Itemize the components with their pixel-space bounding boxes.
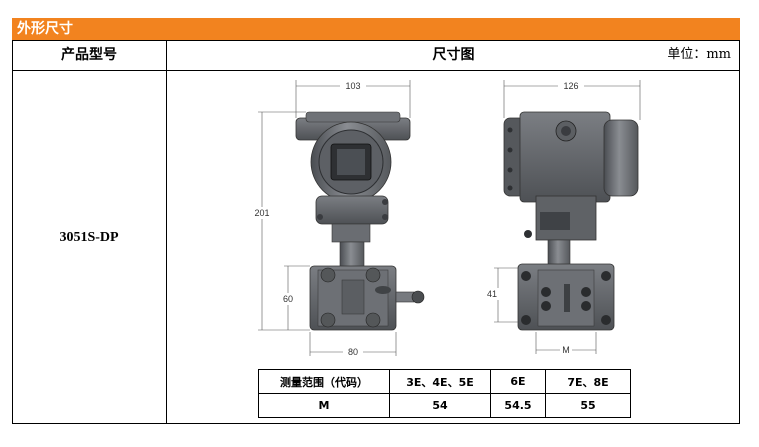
- table-cell: 测量范围（代码）: [258, 369, 390, 394]
- side-view-transmitter: [503, 111, 639, 331]
- spec-table-frame: [12, 40, 740, 424]
- table-cell: 6E: [490, 369, 546, 394]
- unit-label: 单位：mm: [667, 47, 731, 62]
- dim-front-flange-height: 60: [283, 294, 293, 304]
- table-row: 测量范围（代码） 3E、4E、5E 6E 7E、8E: [258, 369, 631, 394]
- measurement-range-table: 测量范围（代码） 3E、4E、5E 6E 7E、8E M 54 54.5 55: [258, 369, 631, 418]
- table-cell: 54.5: [490, 393, 546, 418]
- dim-front-width-top: 103: [345, 81, 360, 91]
- front-view-transmitter: [295, 111, 425, 331]
- section-title: 外形尺寸: [17, 21, 73, 37]
- dim-side-width-top: 126: [563, 81, 578, 91]
- drawing-column-header: 尺寸图: [432, 47, 475, 63]
- header-divider: [12, 70, 740, 71]
- dim-front-flange-width: 80: [348, 347, 358, 357]
- dim-side-bottom-label: M: [562, 345, 570, 355]
- table-cell: 54: [389, 393, 491, 418]
- table-cell: 3E、4E、5E: [389, 369, 491, 394]
- dim-front-height-total: 201: [254, 208, 269, 218]
- table-cell: 7E、8E: [545, 369, 631, 394]
- table-cell: M: [258, 393, 390, 418]
- model-column-header: 产品型号: [61, 47, 117, 63]
- column-divider: [166, 40, 167, 424]
- model-name: 3051S-DP: [59, 230, 119, 245]
- section-banner: 外形尺寸: [12, 18, 740, 40]
- dim-side-flange-height: 41: [487, 289, 497, 299]
- table-row: M 54 54.5 55: [258, 393, 631, 418]
- table-cell: 55: [545, 393, 631, 418]
